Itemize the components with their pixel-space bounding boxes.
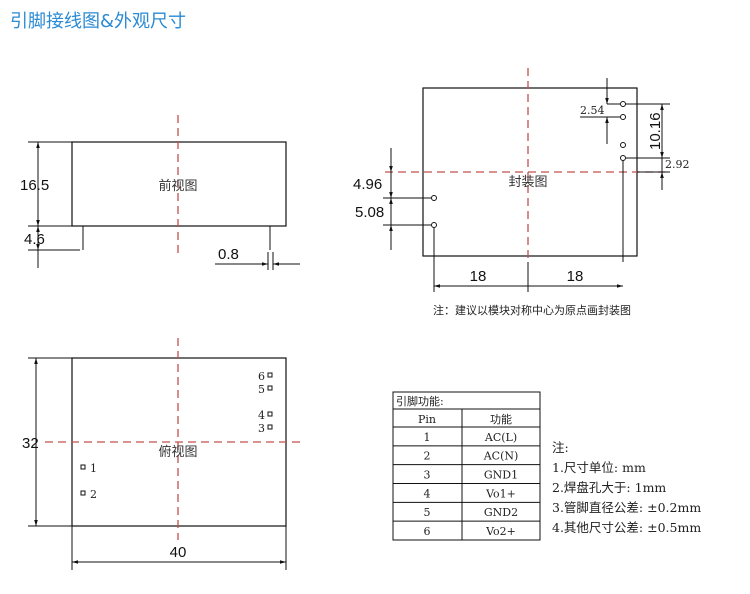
svg-text:3: 3 [258, 422, 265, 435]
dim-0-8: 0.8 [218, 246, 239, 263]
dim-5-08: 5.08 [355, 204, 384, 221]
dim-16-5: 16.5 [20, 177, 49, 194]
cell-function: GND1 [484, 469, 518, 482]
note-item: 1.尺寸单位: mm [552, 460, 646, 475]
pin-1: 1 [80, 462, 97, 475]
pin-4: 4 [258, 409, 273, 422]
header-function: 功能 [490, 412, 512, 426]
package-note: 注：建议以模块对称中心为原点画封装图 [433, 303, 631, 317]
dim-2-92: 2.92 [665, 158, 690, 171]
front-view-label: 前视图 [158, 178, 197, 194]
dim-40: 40 [170, 544, 187, 561]
pin-3: 3 [258, 422, 273, 435]
top-view: 俯视图 6 5 4 3 1 2 32 40 [22, 338, 300, 570]
svg-text:1: 1 [90, 462, 97, 475]
cell-function: GND2 [484, 506, 518, 519]
pin-6: 6 [258, 370, 273, 383]
page-title: 引脚接线图&外观尺寸 [10, 11, 186, 32]
top-view-label: 俯视图 [158, 444, 197, 460]
note-item: 2.焊盘孔大于: 1mm [552, 480, 666, 495]
cell-function: Vo1+ [485, 487, 516, 500]
cell-pin: 5 [424, 506, 431, 519]
cell-function: AC(L) [484, 431, 517, 444]
notes-heading: 注: [552, 440, 569, 455]
notes: 注: 1.尺寸单位: mm 2.焊盘孔大于: 1mm 3.管脚直径公差: ±0.… [552, 440, 701, 535]
svg-text:2: 2 [90, 488, 97, 501]
front-view: 前视图 16.5 4.6 0.8 [20, 115, 300, 270]
svg-text:4: 4 [258, 409, 265, 422]
cell-pin: 4 [424, 487, 431, 500]
dim-32: 32 [22, 435, 39, 452]
pin-2: 2 [80, 488, 97, 501]
package-view: 封装图 2.54 10.16 2.92 4.96 5.08 18 18 注：建议… [353, 68, 690, 317]
svg-text:6: 6 [258, 370, 265, 383]
cell-pin: 2 [424, 450, 431, 463]
front-body [71, 141, 287, 227]
cell-function: AC(N) [483, 450, 519, 463]
dim-18-left: 18 [470, 268, 487, 285]
note-item: 4.其他尺寸公差: ±0.5mm [552, 520, 701, 535]
dim-2-54: 2.54 [580, 104, 605, 117]
package-view-label: 封装图 [508, 175, 547, 190]
note-item: 3.管脚直径公差: ±0.2mm [552, 500, 701, 515]
table-title: 引脚功能: [396, 394, 444, 408]
dim-4-96: 4.96 [353, 176, 382, 193]
cell-function: Vo2+ [485, 525, 516, 538]
svg-text:5: 5 [258, 383, 265, 396]
cell-pin: 6 [424, 525, 431, 538]
cell-pin: 1 [424, 431, 431, 444]
pin-function-table: 引脚功能: Pin 功能 1 AC(L) 2 AC(N) 3 GND1 4 Vo1+ 5 GND2… [392, 391, 541, 541]
header-pin: Pin [418, 413, 436, 426]
dim-10-16: 10.16 [647, 112, 664, 150]
pin-5: 5 [258, 383, 273, 396]
dim-18-right: 18 [567, 268, 584, 285]
dim-4-6: 4.6 [24, 231, 45, 248]
cell-pin: 3 [424, 469, 431, 482]
